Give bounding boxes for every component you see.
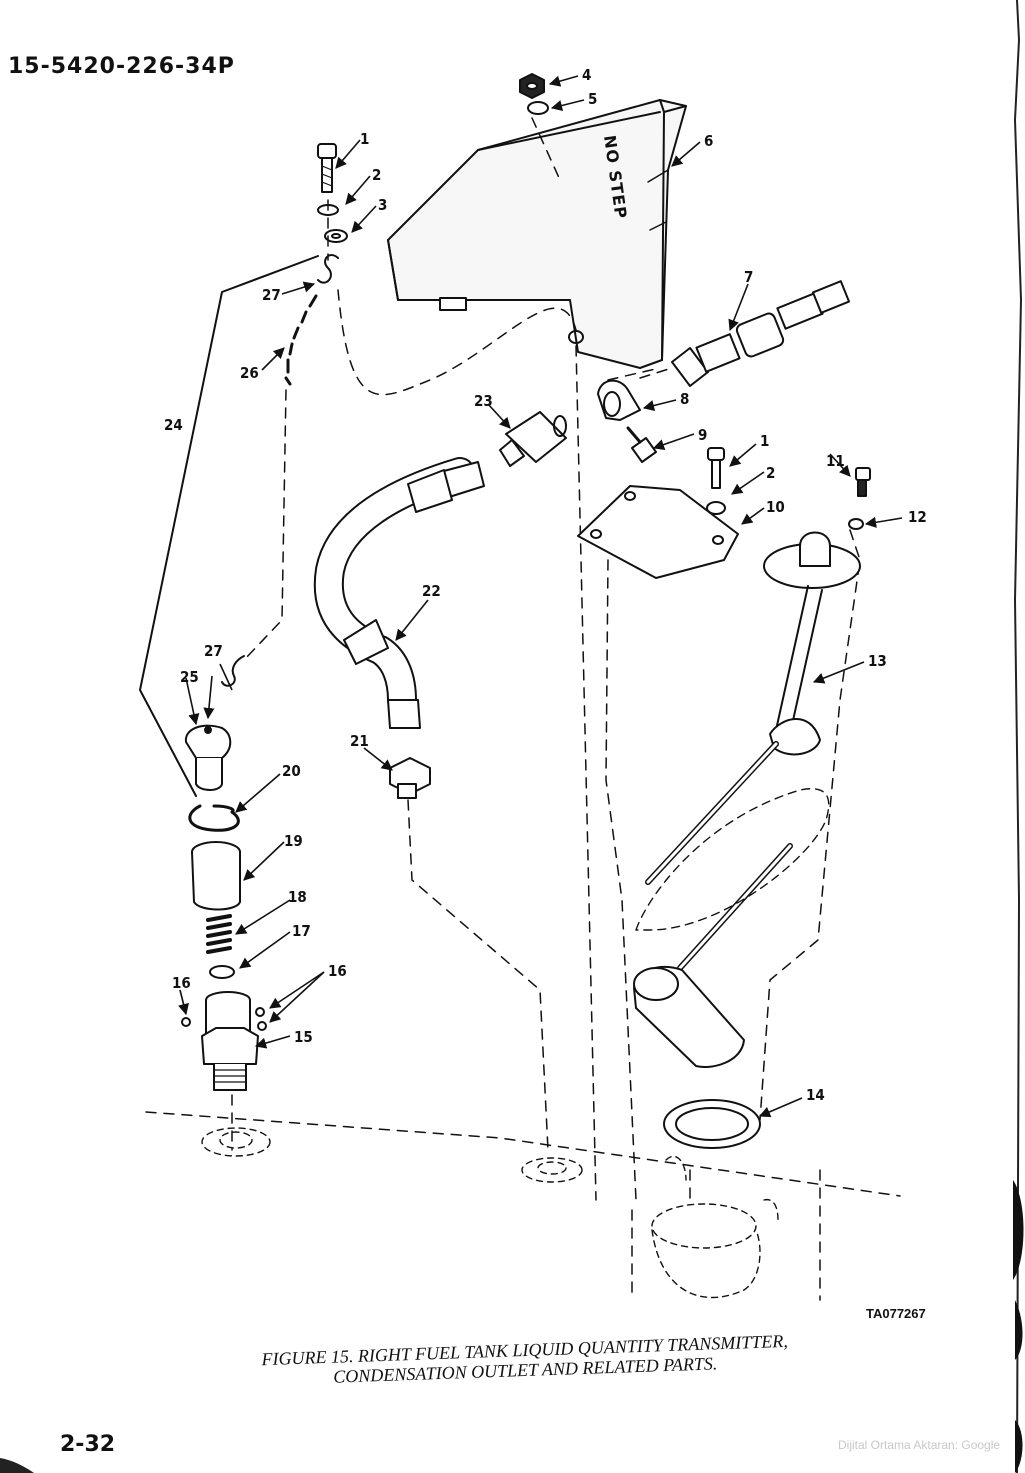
callout-7: 7 [744, 268, 753, 286]
washer-item-3 [324, 229, 348, 243]
bolt-item-1b [707, 447, 725, 489]
callout-27a: 27 [262, 286, 281, 304]
screw-item-11 [855, 467, 871, 497]
phantom-lines [145, 117, 901, 1301]
callout-9: 9 [698, 426, 707, 444]
clamp-item-8 [597, 379, 641, 421]
callout-24: 24 [164, 416, 183, 434]
digitizer-watermark: Dijital Ortama Aktaran: Google [838, 1438, 1001, 1452]
callout-11: 11 [826, 452, 845, 470]
document-number: 15-5420-226-34P [8, 54, 235, 79]
drawing-identifier: TA077267 [866, 1306, 926, 1321]
nut-item-4 [519, 73, 545, 99]
gasket-item-14 [663, 1099, 761, 1149]
callout-15: 15 [294, 1028, 313, 1046]
callout-3: 3 [378, 196, 387, 214]
callout-23: 23 [474, 392, 493, 410]
callout-1b: 1 [760, 432, 769, 450]
drain-cock-item-25 [184, 724, 232, 791]
callout-8: 8 [680, 390, 689, 408]
spring-item-18 [206, 914, 232, 954]
callout-2: 2 [372, 166, 381, 184]
callout-17: 17 [292, 922, 311, 940]
page-corner-shadow [0, 1458, 34, 1473]
callout-1: 1 [360, 130, 369, 148]
washer-item-12 [848, 518, 864, 530]
callout-10: 10 [766, 498, 785, 516]
callout-25: 25 [180, 668, 199, 686]
callout-12: 12 [908, 508, 927, 526]
swivel-fitting-item-7 [671, 280, 851, 387]
mounting-shield [387, 99, 687, 369]
callout-4: 4 [582, 66, 591, 84]
callout-26: 26 [240, 364, 259, 382]
callout-16b: 16 [328, 962, 347, 980]
adapter-item-23 [499, 411, 567, 467]
hose-item-22 [313, 457, 485, 729]
callout-18: 18 [288, 888, 307, 906]
callout-21: 21 [350, 732, 369, 750]
page-number: 2-32 [60, 1432, 116, 1457]
sleeve-item-19 [191, 841, 241, 911]
transmitter-item-13 [633, 531, 861, 1068]
callout-13: 13 [868, 652, 887, 670]
elbow-item-21 [389, 757, 431, 799]
hook-item-27b [221, 655, 245, 687]
callout-5: 5 [588, 90, 597, 108]
callout-6: 6 [704, 132, 713, 150]
callout-22: 22 [422, 582, 441, 600]
callout-14: 14 [806, 1086, 825, 1104]
bolt-item-1 [317, 143, 337, 193]
plate-item-10 [577, 485, 739, 579]
callout-numbers: 1 2 3 4 5 6 7 8 9 1 2 10 11 12 13 14 15 … [164, 66, 927, 1104]
washer-item-17 [209, 965, 235, 979]
callout-19: 19 [284, 832, 303, 850]
callout-2b: 2 [766, 464, 775, 482]
callout-27b: 27 [204, 642, 223, 660]
hook-item-27 [317, 254, 339, 284]
ball-items-16 [181, 1007, 267, 1031]
callout-20: 20 [282, 762, 301, 780]
page-binding-edge [1013, 0, 1024, 1473]
body-item-15 [201, 991, 259, 1091]
lockwasher-item-2b [706, 501, 726, 515]
leader-lines [178, 75, 903, 1118]
chain-item-26 [284, 294, 318, 386]
washer-item-5 [527, 101, 549, 115]
ground-strap-item-24 [139, 255, 319, 797]
screw-item-9 [626, 426, 657, 463]
callout-16a: 16 [172, 974, 191, 992]
tank-opening [201, 1127, 779, 1299]
ring-item-20 [188, 804, 240, 832]
